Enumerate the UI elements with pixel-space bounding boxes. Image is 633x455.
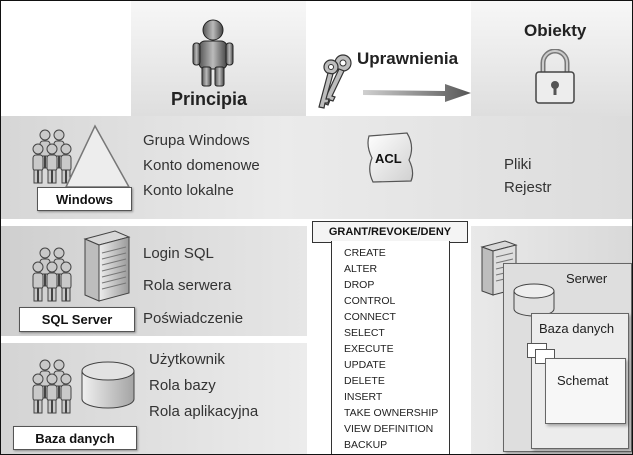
database-item-1: Użytkownik	[149, 351, 225, 368]
user-group-icon-2	[32, 247, 72, 302]
permission-item: CONTROL	[344, 295, 396, 307]
database-item-2: Rola bazy	[149, 377, 216, 394]
keys-icon	[318, 54, 352, 109]
permission-item: TAKE OWNERSHIP	[344, 407, 439, 419]
windows-item-2: Konto domenowe	[143, 157, 260, 174]
permission-item: ALTER	[344, 263, 378, 275]
sqlserver-item-2: Rola serwera	[143, 277, 232, 294]
permission-item: CREATE	[344, 247, 386, 259]
server-icon	[83, 230, 131, 302]
permissions-list: CREATE ALTER DROP CONTROL CONNECT SELECT…	[331, 241, 450, 454]
objects-header: Obiekty	[524, 21, 587, 40]
windows-item-3: Konto lokalne	[143, 182, 234, 199]
database-label: Baza danych	[13, 426, 137, 450]
padlock-icon	[535, 49, 575, 104]
windows-item-1: Grupa Windows	[143, 132, 250, 149]
database-item-3: Rola aplikacyjna	[149, 403, 259, 420]
objects-windows-item-2: Rejestr	[504, 179, 552, 196]
user-group-icon	[32, 129, 72, 184]
sqlserver-item-3: Poświadczenie	[143, 310, 244, 327]
sqlserver-label: SQL Server	[19, 307, 135, 332]
permission-item: INSERT	[344, 391, 383, 403]
schema-label: Schemat	[557, 373, 609, 388]
permission-item: DROP	[344, 279, 375, 291]
arrow-icon	[363, 84, 471, 102]
triangle-icon	[64, 124, 131, 188]
permission-item: BACKUP	[344, 439, 388, 451]
permission-item: EXECUTE	[344, 343, 394, 355]
objects-windows-item-1: Pliki	[504, 156, 532, 173]
acl-label: ACL	[375, 151, 402, 166]
database-icon	[81, 361, 135, 409]
permission-item: UPDATE	[344, 359, 386, 371]
principals-header: Principia	[171, 89, 248, 109]
permission-item: CONNECT	[344, 311, 396, 323]
permissions-list-header: GRANT/REVOKE/DENY	[312, 221, 468, 243]
permission-item: VIEW DEFINITION	[344, 423, 434, 435]
permission-item: SELECT	[344, 327, 385, 339]
permission-item: DELETE	[344, 375, 385, 387]
server-label: Serwer	[566, 271, 608, 286]
database-box-label: Baza danych	[539, 321, 615, 336]
sqlserver-item-1: Login SQL	[143, 245, 214, 262]
person-icon	[192, 19, 234, 87]
permissions-header: Uprawnienia	[357, 49, 459, 68]
user-group-icon-3	[32, 359, 72, 414]
windows-label: Windows	[37, 187, 132, 211]
schema-box	[545, 358, 626, 424]
acl-document-icon	[367, 132, 414, 183]
